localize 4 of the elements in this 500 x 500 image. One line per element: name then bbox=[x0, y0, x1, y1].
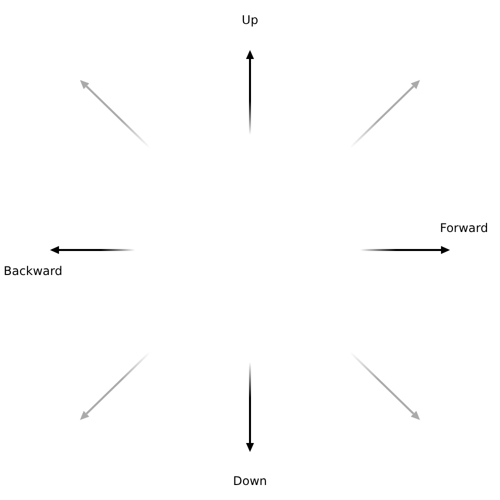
direction-label: Down bbox=[233, 474, 267, 488]
direction-label: Backward bbox=[4, 264, 62, 278]
direction-label: Forward bbox=[440, 221, 488, 235]
direction-label: Up bbox=[242, 13, 258, 27]
